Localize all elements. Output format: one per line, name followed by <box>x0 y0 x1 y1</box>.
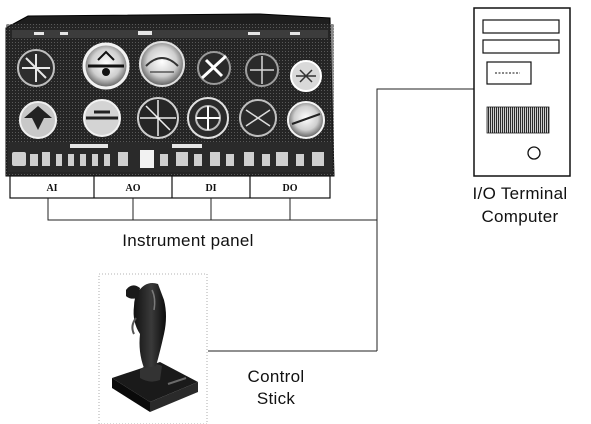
instrument-panel: AI AO DI DO <box>6 14 334 198</box>
switch-row <box>8 142 332 172</box>
control-stick-photo <box>99 274 207 424</box>
drive-bay-1 <box>483 20 559 33</box>
io-port-do: DO <box>283 183 298 194</box>
vent-grille <box>487 107 549 133</box>
control-stick-label-line1: Control <box>228 367 324 387</box>
io-port-di: DI <box>205 183 216 194</box>
gauge-icon <box>140 42 184 86</box>
drive-bay-2 <box>483 40 559 53</box>
bus-line-panel <box>48 198 377 220</box>
terminal-label-line2: Computer <box>452 207 588 227</box>
io-port-ao: AO <box>126 183 141 194</box>
terminal-computer <box>474 8 570 176</box>
instrument-panel-label: Instrument panel <box>96 231 280 251</box>
power-button-icon <box>528 147 540 159</box>
control-stick-label-line2: Stick <box>228 389 324 409</box>
io-port-ai: AI <box>46 183 57 194</box>
io-port-strip: AI AO DI DO <box>10 176 330 198</box>
terminal-label-line1: I/O Terminal <box>452 184 588 204</box>
